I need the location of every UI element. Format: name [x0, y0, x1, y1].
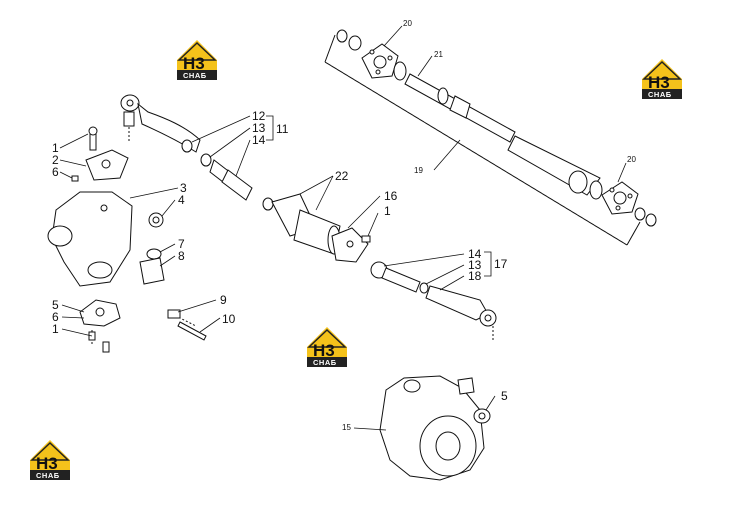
callout-8: 8	[178, 249, 185, 263]
logo-text: СНАБ	[313, 358, 337, 367]
callout-1: 1	[52, 322, 59, 336]
callout-14: 14	[468, 247, 482, 261]
callout-22: 22	[335, 169, 349, 183]
callout-13: 13	[252, 121, 266, 135]
logo-top-right: H3 СНАБ	[641, 58, 683, 100]
steering-arm	[120, 94, 253, 201]
steering-knuckle-left	[47, 126, 207, 353]
callout-20: 20	[627, 155, 636, 164]
callout-18: 18	[468, 269, 482, 283]
logo-text: СНАБ	[36, 471, 60, 480]
leader-lines	[59, 25, 627, 431]
callout-3: 3	[180, 181, 187, 195]
callout-1: 1	[52, 141, 59, 155]
callout-13: 13	[468, 258, 482, 272]
logo-mark: H3	[183, 54, 205, 73]
cylinder-assembly	[324, 29, 657, 246]
callout-5: 5	[501, 389, 508, 403]
callout-17: 17	[494, 257, 508, 271]
logo-center: H3 СНАБ	[306, 326, 348, 368]
callout-10: 10	[222, 312, 236, 326]
logo-mark: H3	[648, 73, 670, 92]
callout-5: 5	[52, 298, 59, 312]
callout-2: 2	[52, 153, 59, 167]
tie-rod-center	[262, 193, 497, 342]
logo-bottom-left: H3 СНАБ	[29, 439, 71, 481]
callout-11: 11	[276, 122, 289, 136]
callout-9: 9	[220, 293, 227, 307]
callout-6: 6	[52, 165, 59, 179]
logo-top-left: H3 СНАБ	[176, 39, 218, 81]
callout-7: 7	[178, 237, 185, 251]
callout-16: 16	[384, 189, 398, 203]
steering-knuckle-right	[379, 375, 491, 481]
logo-mark: H3	[36, 454, 58, 473]
logo-text: СНАБ	[183, 71, 207, 80]
callout-21: 21	[434, 50, 443, 59]
callout-6: 6	[52, 310, 59, 324]
callout-4: 4	[178, 193, 185, 207]
callout-15: 15	[342, 423, 351, 432]
callout-12: 12	[252, 109, 266, 123]
callout-labels: 1 2 6 3 4 7 8 5 6 1 9 10 12 13 14 11 22 …	[52, 19, 636, 432]
callout-19: 19	[414, 166, 423, 175]
logo-mark: H3	[313, 341, 335, 360]
callout-1: 1	[384, 204, 391, 218]
logo-text: СНАБ	[648, 90, 672, 99]
callout-14: 14	[252, 133, 266, 147]
callout-20: 20	[403, 19, 412, 28]
